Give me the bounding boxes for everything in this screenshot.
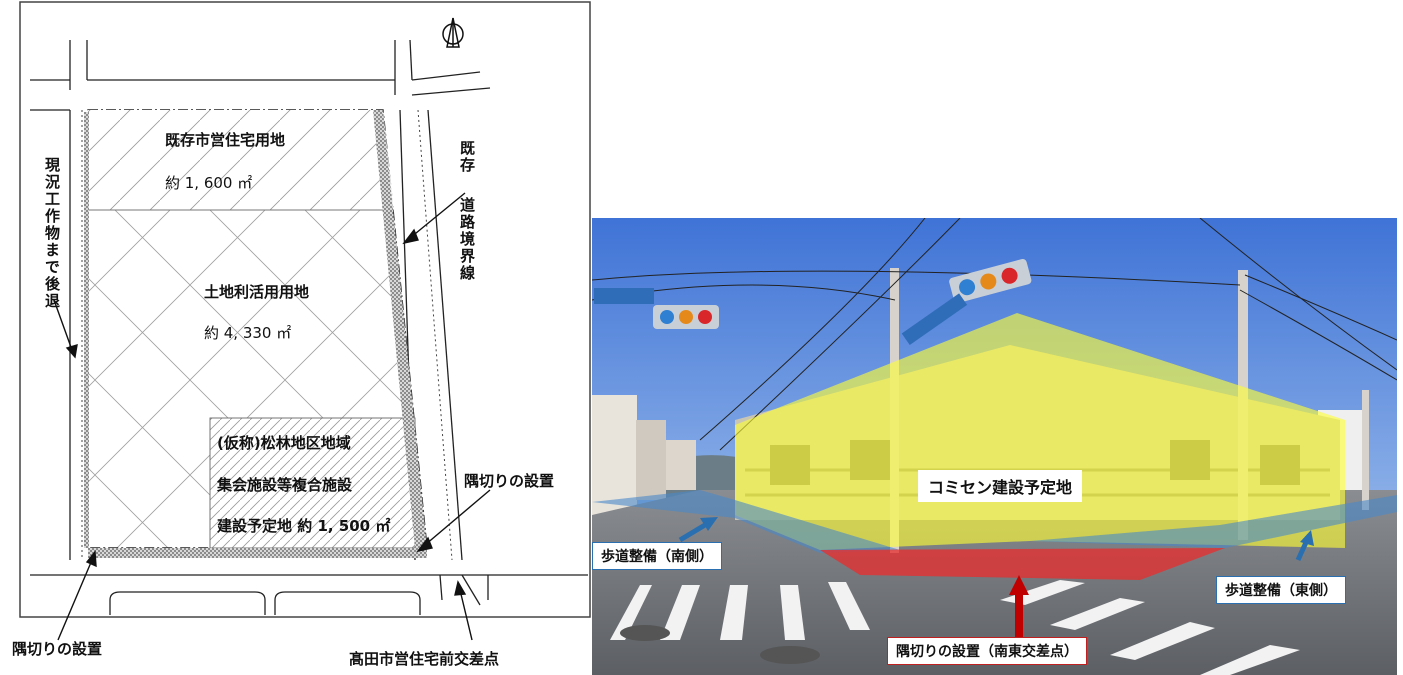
facility-label-line1: (仮称)松林地区地域 <box>217 434 351 452</box>
existing-housing-area: 約 1, 600 ㎡ <box>165 174 253 192</box>
intersection-label: 髙田市営住宅前交差点 <box>349 650 500 668</box>
land-use-label: 土地利活用用地 <box>204 283 310 301</box>
corner-cut-overlay <box>820 548 1225 580</box>
south-sidewalk-overlay <box>592 490 900 553</box>
existing-housing-label: 既存市営住宅用地 <box>165 131 286 149</box>
site-plan-diagram <box>19 1 591 641</box>
corner-cut-left-label: 隅切りの設置 <box>12 640 103 658</box>
facility-label-line2: 集会施設等複合施設 <box>217 476 353 494</box>
south-sidewalk-label: 歩道整備（南側） <box>592 542 722 570</box>
north-arrow-icon <box>442 17 464 48</box>
facility-label-line3: 建設予定地 約 1, 500 ㎡ <box>217 517 391 535</box>
existing-note: 既存 <box>458 140 476 174</box>
road-boundary-note: 道路境界線 <box>458 197 476 282</box>
site-label: コミセン建設予定地 <box>918 470 1083 502</box>
corner-cut-right-label: 隅切りの設置 <box>464 472 555 490</box>
corner-cut-callout: 隅切りの設置（南東交差点） <box>887 637 1087 665</box>
site-overlay <box>735 313 1345 550</box>
east-sidewalk-label: 歩道整備（東側） <box>1216 576 1346 604</box>
east-sidewalk-overlay <box>1030 495 1397 548</box>
land-use-area: 約 4, 330 ㎡ <box>204 324 292 342</box>
setback-note: 現況工作物まで後退 <box>43 157 61 310</box>
